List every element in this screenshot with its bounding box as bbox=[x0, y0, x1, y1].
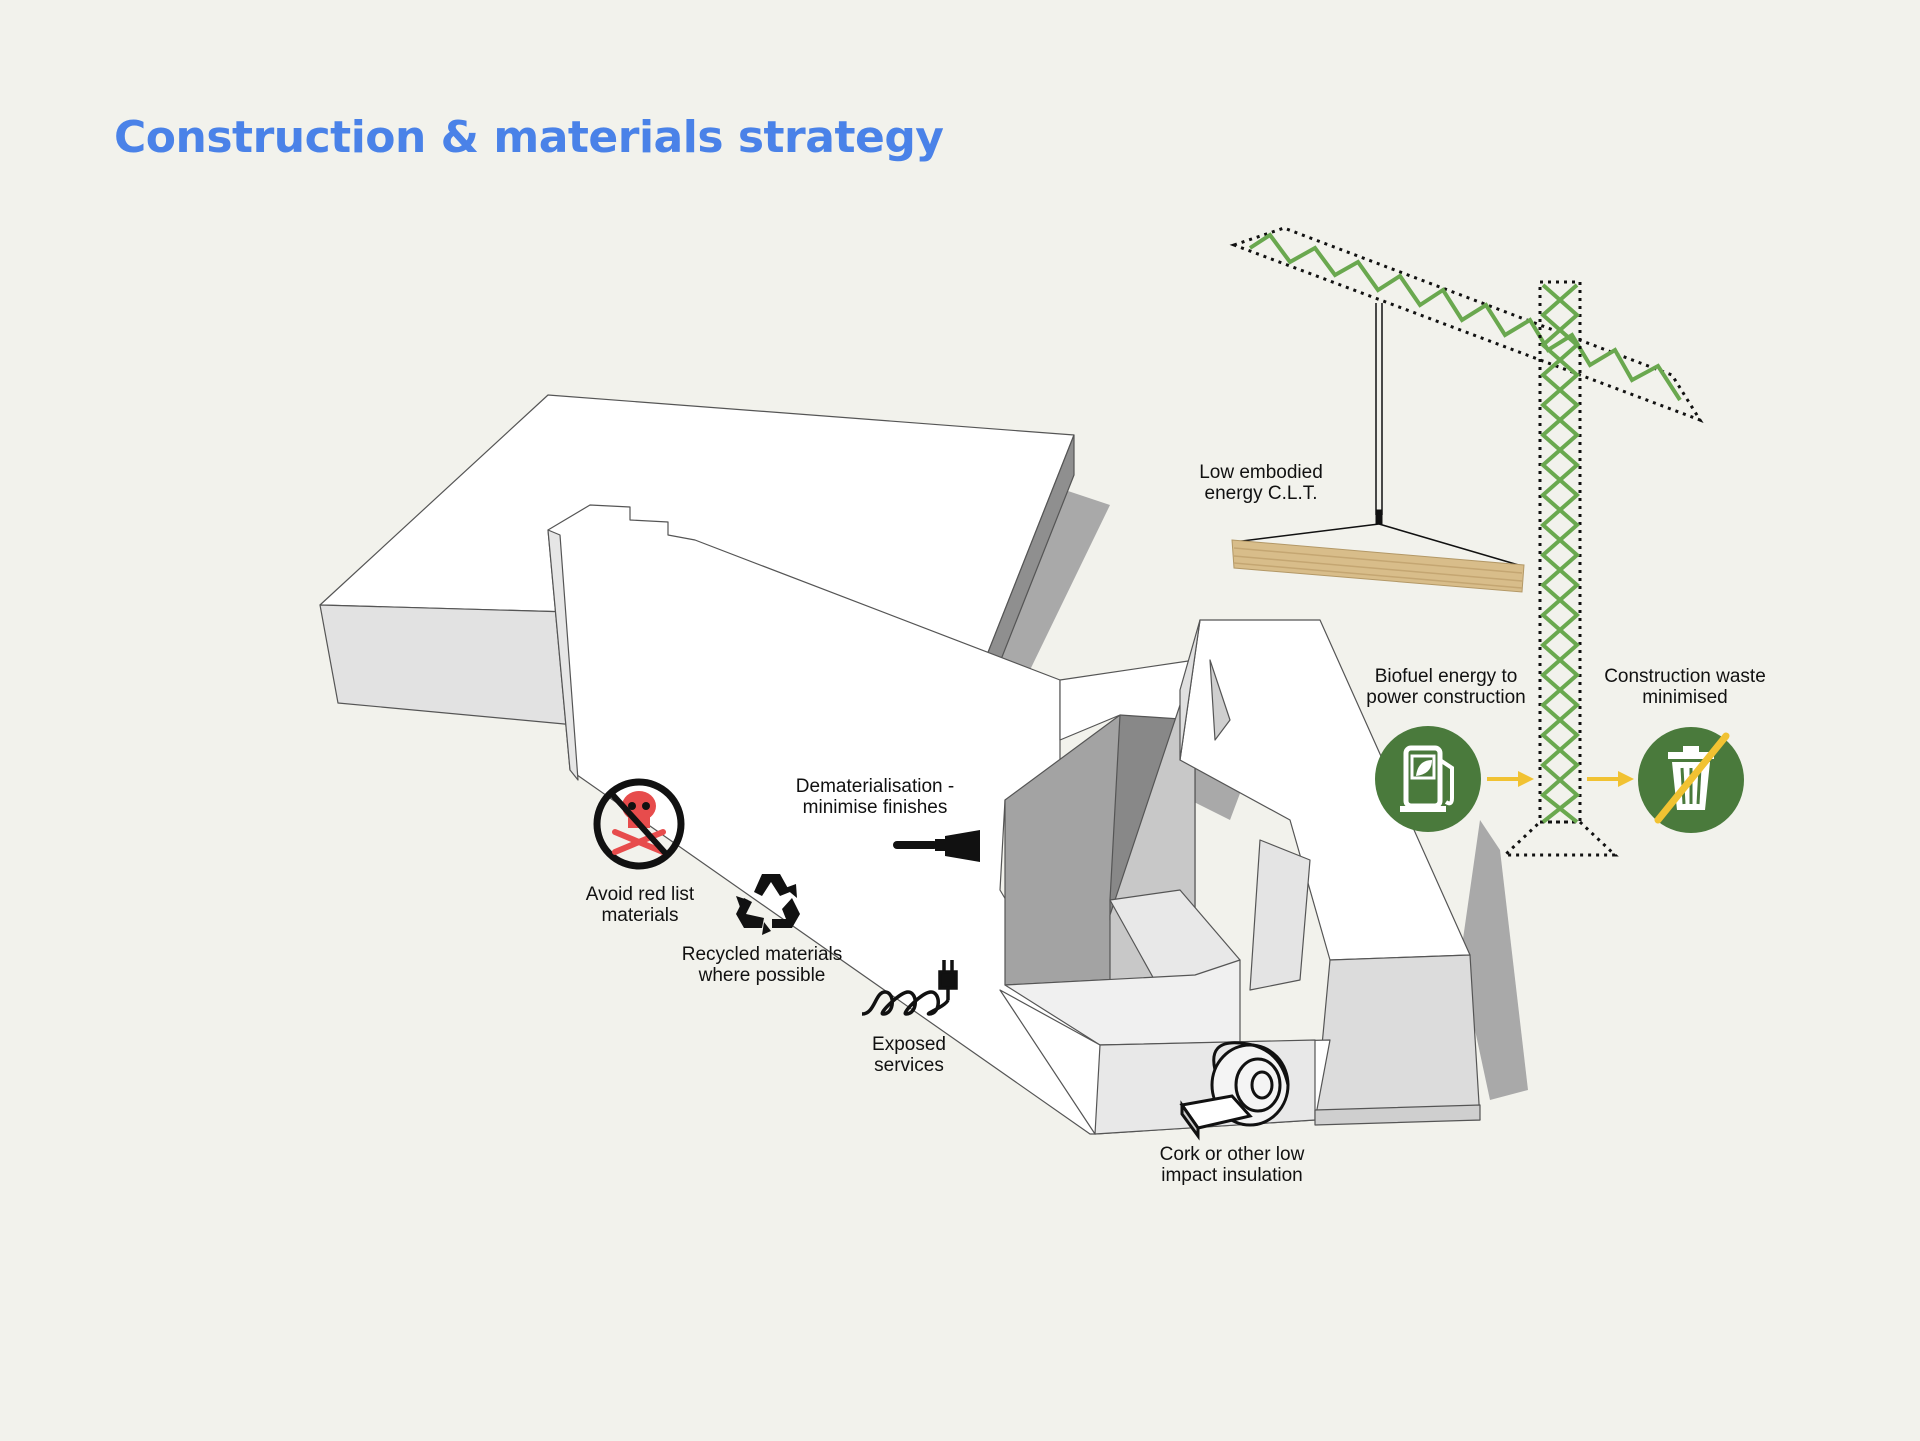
back-block bbox=[319, 394, 1075, 726]
dematerialisation-label-line1: Dematerialisation - bbox=[795, 776, 955, 797]
insulation-label: Cork or other low impact insulation bbox=[1112, 1144, 1352, 1186]
courtyard bbox=[1004, 659, 1241, 1046]
crane-hook bbox=[1233, 303, 1523, 567]
insulation-label-line1: Cork or other low bbox=[1159, 1144, 1305, 1165]
recycled-label-line1: Recycled materials bbox=[681, 944, 843, 965]
clt-label: Low embodied energy C.L.T. bbox=[1141, 462, 1381, 504]
recycled-label-line2: where possible bbox=[698, 965, 826, 986]
insulation-label-line2: impact insulation bbox=[1161, 1165, 1303, 1186]
right-wing bbox=[1179, 619, 1481, 1121]
fuel-pump-leaf-icon bbox=[1375, 726, 1481, 832]
clt-panel bbox=[1231, 539, 1525, 593]
dematerialisation-label: Dematerialisation - minimise finishes bbox=[755, 776, 995, 818]
page-title: Construction & materials strategy bbox=[114, 112, 944, 163]
waste-label-line1: Construction waste bbox=[1604, 666, 1766, 687]
clt-label-line2: energy C.L.T. bbox=[1204, 483, 1318, 504]
clt-label-line1: Low embodied bbox=[1199, 462, 1323, 483]
biofuel-label-line1: Biofuel energy to bbox=[1374, 666, 1518, 687]
services-label: Exposed services bbox=[789, 1034, 1029, 1076]
flow-arrows bbox=[1487, 771, 1634, 787]
dematerialisation-label-line2: minimise finishes bbox=[802, 797, 948, 818]
biofuel-label-line2: power construction bbox=[1366, 687, 1526, 708]
cable-plug-icon bbox=[861, 960, 958, 1016]
crossed-bin-icon bbox=[1638, 727, 1744, 833]
long-wing bbox=[547, 504, 1096, 1135]
skull-crossbones-icon bbox=[593, 778, 685, 870]
insulation-roll-icon bbox=[1179, 1041, 1290, 1141]
waste-label-line2: minimised bbox=[1642, 687, 1728, 708]
red-list-label-line1: Avoid red list bbox=[585, 884, 695, 905]
red-list-label-line2: materials bbox=[601, 905, 679, 926]
crane bbox=[1229, 226, 1704, 857]
recycle-icon bbox=[736, 874, 800, 935]
biofuel-label: Biofuel energy to power construction bbox=[1326, 666, 1566, 708]
recycled-label: Recycled materials where possible bbox=[642, 944, 882, 986]
paintbrush-icon bbox=[893, 830, 980, 862]
services-label-line1: Exposed bbox=[872, 1034, 946, 1055]
crane-jib bbox=[1229, 226, 1704, 423]
red-list-label: Avoid red list materials bbox=[520, 884, 760, 926]
crane-mast bbox=[1501, 280, 1619, 857]
services-label-line2: services bbox=[874, 1055, 944, 1076]
waste-label: Construction waste minimised bbox=[1565, 666, 1805, 708]
